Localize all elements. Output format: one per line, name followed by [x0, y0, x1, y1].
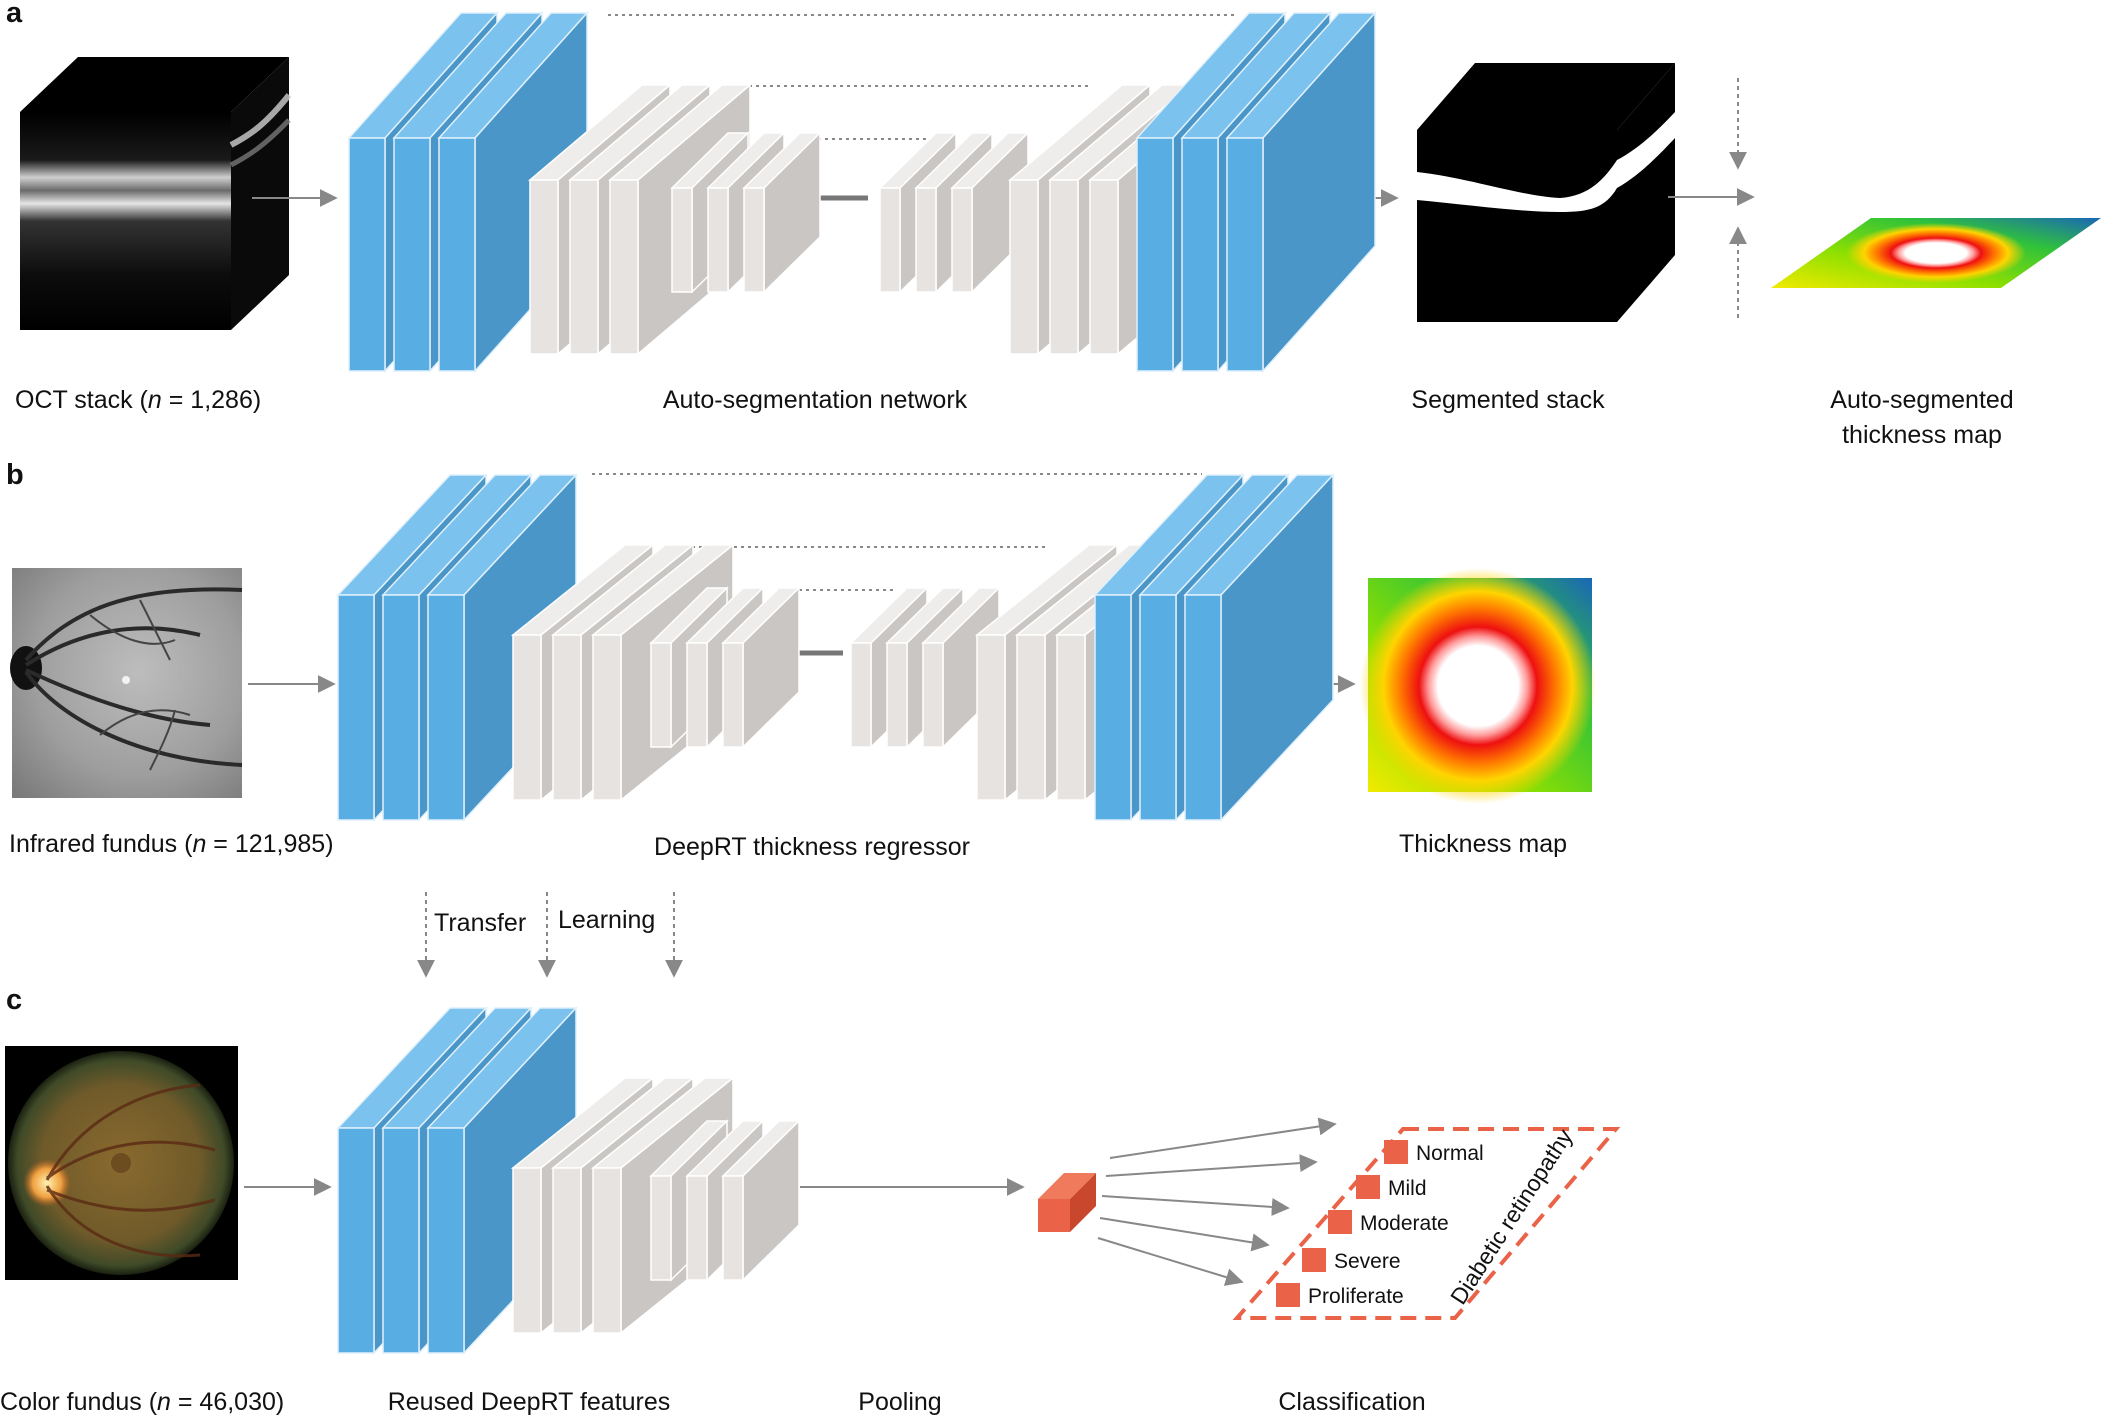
netA-layer-0-1-front: [393, 137, 431, 372]
netB-layer-1-2-front: [592, 634, 622, 801]
classification-label: Classification: [1278, 1388, 1425, 1416]
netA-layer-3-0-front: [879, 187, 901, 293]
class-label-normal: Normal: [1416, 1142, 1484, 1165]
transfer-label: Transfer: [434, 909, 526, 937]
arrow-to-proliferate: [1097, 1237, 1244, 1286]
netC-layer-1-2-front: [592, 1167, 622, 1334]
auto-segmented-thickness-map: [1771, 218, 2101, 288]
netB-layer-3-1-front: [886, 642, 908, 748]
netC-layer-1-1-front: [552, 1167, 582, 1334]
netA-layer-1-0-front: [529, 179, 559, 355]
netC-layer-1-0-front: [512, 1167, 542, 1334]
netB-layer-5-0-front: [1094, 594, 1132, 821]
netB-layer-0-1-front: [382, 594, 420, 821]
class-label-moderate: Moderate: [1360, 1212, 1449, 1235]
class-marker-proliferate: [1276, 1283, 1300, 1307]
netB-layer-3-0-front: [850, 642, 872, 748]
netB-layer-4-1-front: [1016, 634, 1046, 801]
color-fundus-label: Color fundus (n = 46,030): [0, 1388, 284, 1416]
netC-layer-0-2-front: [427, 1127, 465, 1354]
arrow-to-moderate: [1101, 1195, 1290, 1216]
netB-layer-3-2-front: [922, 642, 944, 748]
class-label-severe: Severe: [1334, 1250, 1401, 1273]
netA-layer-2-2-front: [743, 187, 765, 293]
classification-dashed-box: [1232, 1127, 1621, 1320]
netA-layer-4-2-front: [1089, 179, 1119, 355]
infrared-fundus-label: Infrared fundus (n = 121,985): [9, 830, 334, 858]
arrow-to-normal: [1109, 1117, 1337, 1159]
segmented-stack-label: Segmented stack: [1411, 386, 1605, 414]
netA-layer-1-1-front: [569, 179, 599, 355]
netB-layer-4-2-front: [1056, 634, 1086, 801]
netC-layer-2-1-front: [686, 1175, 708, 1281]
netA-layer-5-2-front: [1226, 137, 1264, 372]
arrow-to-severe: [1099, 1217, 1270, 1252]
netB-layer-2-2-front: [722, 642, 744, 748]
netA-layer-5-0-front: [1136, 137, 1174, 372]
panel-letter-a: a: [6, 0, 23, 29]
pooled-feature-vector: [1038, 1173, 1096, 1232]
netB-layer-0-0-front: [337, 594, 375, 821]
netA-layer-0-0-front: [348, 137, 386, 372]
netA-layer-2-1-front: [707, 187, 729, 293]
panel-letter-b: b: [6, 459, 24, 491]
netC-layer-0-1-front: [382, 1127, 420, 1354]
auto-segmentation-network: [347, 11, 1377, 373]
class-marker-mild: [1356, 1175, 1380, 1199]
panel-letter-c: c: [6, 984, 22, 1016]
netA-layer-5-1-front: [1181, 137, 1219, 372]
class-marker-normal: [1384, 1140, 1408, 1164]
learning-label: Learning: [558, 906, 655, 934]
arrow-to-mild: [1105, 1154, 1318, 1177]
class-marker-moderate: [1328, 1210, 1352, 1234]
netB-layer-5-2-front: [1184, 594, 1222, 821]
infrared-fundus-image: [10, 568, 243, 798]
netA-layer-4-1-front: [1049, 179, 1079, 355]
netA-layer-4-0-front: [1009, 179, 1039, 355]
class-label-mild: Mild: [1388, 1177, 1427, 1200]
netB-layer-1-0-front: [512, 634, 542, 801]
class-marker-severe: [1302, 1248, 1326, 1272]
pooling-label: Pooling: [858, 1388, 941, 1416]
netA-layer-0-2-front: [438, 137, 476, 372]
netB-layer-5-1-front: [1139, 594, 1177, 821]
netA-layer-3-2-front: [951, 187, 973, 293]
reused-deeprt-features: [336, 1006, 801, 1355]
reused-features-label: Reused DeepRT features: [388, 1388, 671, 1416]
thickness-map-image: [1360, 568, 1596, 804]
netB-layer-0-2-front: [427, 594, 465, 821]
segmented-stack-cube: [1417, 63, 1675, 322]
netA-layer-2-0-front: [671, 187, 693, 293]
deeprt-regressor-label: DeepRT thickness regressor: [654, 833, 970, 861]
auto-segmented-thickness-label-line2: thickness map: [1842, 421, 2002, 449]
oct-stack-label: OCT stack (n = 1,286): [15, 386, 261, 414]
netB-layer-2-0-front: [650, 642, 672, 748]
auto-segmented-thickness-label-line1: Auto-segmented: [1830, 386, 2013, 414]
netB-layer-1-1-front: [552, 634, 582, 801]
netC-layer-2-0-front: [650, 1175, 672, 1281]
netA-layer-3-1-front: [915, 187, 937, 293]
netB-layer-2-1-front: [686, 642, 708, 748]
netA-layer-1-2-front: [609, 179, 639, 355]
thickness-map-label: Thickness map: [1399, 830, 1567, 858]
netB-layer-4-0-front: [976, 634, 1006, 801]
class-label-proliferate: Proliferate: [1308, 1285, 1404, 1308]
color-fundus-image: [5, 1046, 238, 1280]
oct-stack-cube: [20, 57, 292, 330]
auto-segmentation-network-label: Auto-segmentation network: [663, 386, 968, 414]
deeprt-thickness-regressor: [336, 473, 1335, 822]
netC-layer-0-0-front: [337, 1127, 375, 1354]
netC-layer-2-2-front: [722, 1175, 744, 1281]
